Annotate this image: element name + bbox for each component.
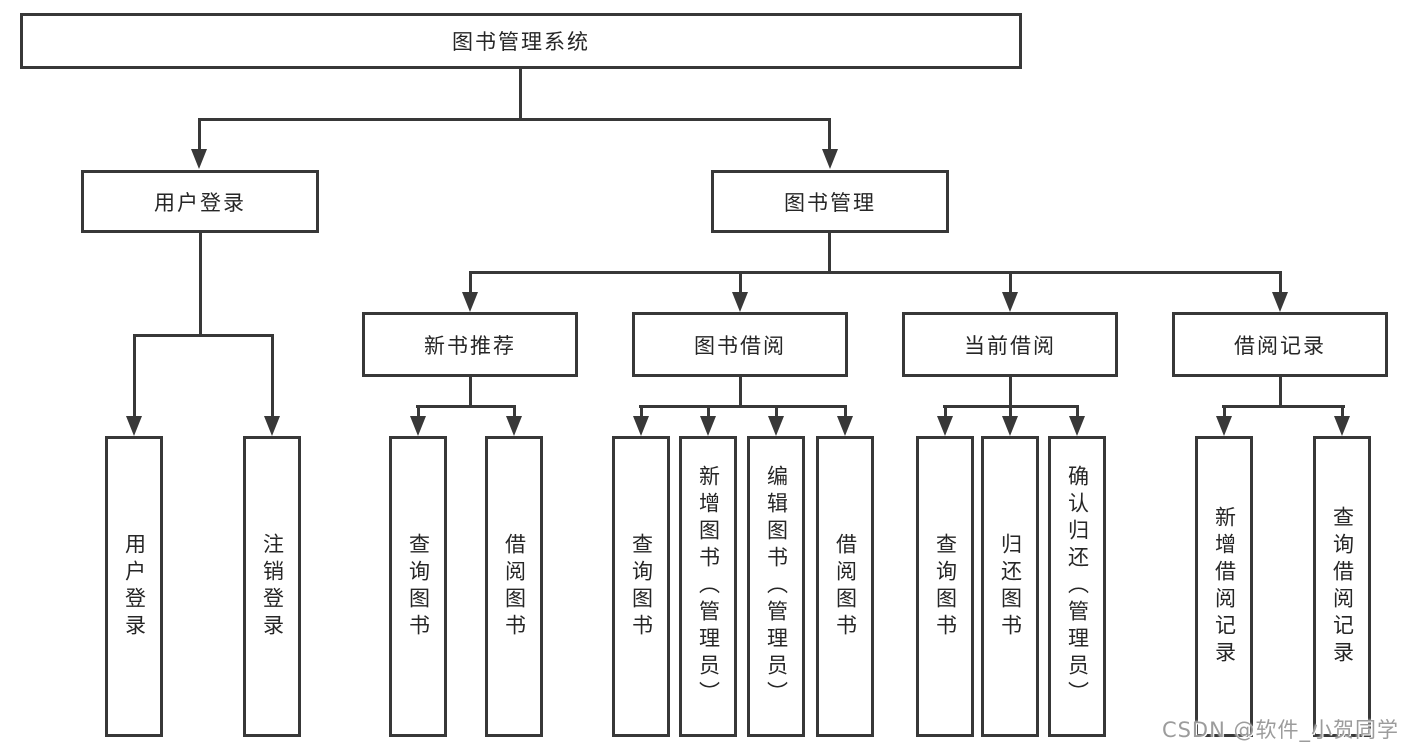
connector-line — [739, 271, 742, 294]
connector-line — [1341, 405, 1344, 419]
node-edit-books-admin: 编辑图书（管理员） — [747, 436, 805, 737]
connector-line — [1279, 377, 1282, 407]
connector-line — [271, 334, 274, 418]
node-label: 查询借阅记录 — [1330, 505, 1355, 668]
node-label: 查询图书 — [933, 532, 958, 641]
arrow-down-icon — [126, 416, 142, 436]
node-label: 用户登录 — [122, 532, 147, 641]
connector-line — [1279, 271, 1282, 294]
node-label: 用户登录 — [154, 190, 246, 215]
arrow-down-icon — [1216, 416, 1232, 436]
connector-line — [1222, 405, 1345, 408]
node-query-books-borrowing: 查询图书 — [612, 436, 670, 737]
connector-line — [639, 405, 847, 408]
node-query-books-recommend: 查询图书 — [389, 436, 447, 737]
node-library-management-system: 图书管理系统 — [20, 13, 1022, 69]
connector-line — [844, 405, 847, 419]
node-current-borrowing: 当前借阅 — [902, 312, 1118, 377]
arrow-down-icon — [768, 416, 784, 436]
node-user-login-action: 用户登录 — [105, 436, 163, 737]
arrow-down-icon — [700, 416, 716, 436]
node-label: 新书推荐 — [424, 333, 516, 358]
connector-line — [707, 405, 710, 419]
connector-line — [469, 271, 1282, 274]
node-label: 借阅图书 — [833, 532, 858, 641]
connector-line — [469, 377, 472, 407]
connector-line — [1223, 405, 1226, 419]
node-label: 图书管理 — [784, 190, 876, 215]
connector-line — [739, 377, 742, 407]
arrow-down-icon — [1002, 292, 1018, 312]
arrow-down-icon — [837, 416, 853, 436]
arrow-down-icon — [462, 292, 478, 312]
node-label: 归还图书 — [998, 532, 1023, 641]
connector-line — [417, 405, 420, 419]
node-label: 编辑图书（管理员） — [764, 465, 789, 708]
arrow-down-icon — [410, 416, 426, 436]
node-query-books-current: 查询图书 — [916, 436, 974, 737]
node-label: 注销登录 — [260, 532, 285, 641]
connector-line — [198, 118, 201, 151]
connector-line — [640, 405, 643, 419]
arrow-down-icon — [506, 416, 522, 436]
connector-line — [1009, 271, 1012, 294]
arrow-down-icon — [822, 149, 838, 169]
arrow-down-icon — [937, 416, 953, 436]
node-label: 查询图书 — [406, 532, 431, 641]
arrow-down-icon — [1272, 292, 1288, 312]
connector-line — [944, 405, 947, 419]
node-label: 当前借阅 — [964, 333, 1056, 358]
connector-line — [828, 233, 831, 273]
arrow-down-icon — [1334, 416, 1350, 436]
node-borrowing-records: 借阅记录 — [1172, 312, 1388, 377]
arrow-down-icon — [1002, 416, 1018, 436]
node-user-login: 用户登录 — [81, 170, 319, 233]
node-query-borrow-record: 查询借阅记录 — [1313, 436, 1371, 737]
node-borrow-books-recommend: 借阅图书 — [485, 436, 543, 737]
arrow-down-icon — [264, 416, 280, 436]
connector-line — [133, 334, 274, 337]
node-label: 图书管理系统 — [452, 30, 590, 54]
node-book-management: 图书管理 — [711, 170, 949, 233]
arrow-down-icon — [732, 292, 748, 312]
arrow-down-icon — [633, 416, 649, 436]
node-label: 确认归还（管理员） — [1065, 465, 1090, 708]
connector-line — [1009, 405, 1012, 419]
connector-line — [133, 334, 136, 418]
node-confirm-return-admin: 确认归还（管理员） — [1048, 436, 1106, 737]
connector-line — [416, 405, 516, 408]
node-book-borrowing: 图书借阅 — [632, 312, 848, 377]
node-add-borrow-record: 新增借阅记录 — [1195, 436, 1253, 737]
csdn-watermark: CSDN @软件_小贺同学 — [1161, 718, 1399, 742]
node-return-books: 归还图书 — [981, 436, 1039, 737]
node-label: 图书借阅 — [694, 333, 786, 358]
connector-line — [513, 405, 516, 419]
node-label: 借阅记录 — [1234, 333, 1326, 358]
connector-line — [519, 69, 522, 120]
node-label: 借阅图书 — [502, 532, 527, 641]
node-logout: 注销登录 — [243, 436, 301, 737]
connector-line — [1009, 377, 1012, 407]
connector-line — [198, 118, 831, 121]
node-label: 新增借阅记录 — [1212, 505, 1237, 668]
node-label: 查询图书 — [629, 532, 654, 641]
node-new-book-recommendation: 新书推荐 — [362, 312, 578, 377]
connector-line — [199, 233, 202, 336]
connector-line — [469, 271, 472, 294]
connector-line — [828, 118, 831, 151]
node-label: 新增图书（管理员） — [696, 465, 721, 708]
node-add-books-admin: 新增图书（管理员） — [679, 436, 737, 737]
arrow-down-icon — [1069, 416, 1085, 436]
arrow-down-icon — [191, 149, 207, 169]
node-borrow-books-borrowing: 借阅图书 — [816, 436, 874, 737]
connector-line — [1076, 405, 1079, 419]
connector-line — [775, 405, 778, 419]
